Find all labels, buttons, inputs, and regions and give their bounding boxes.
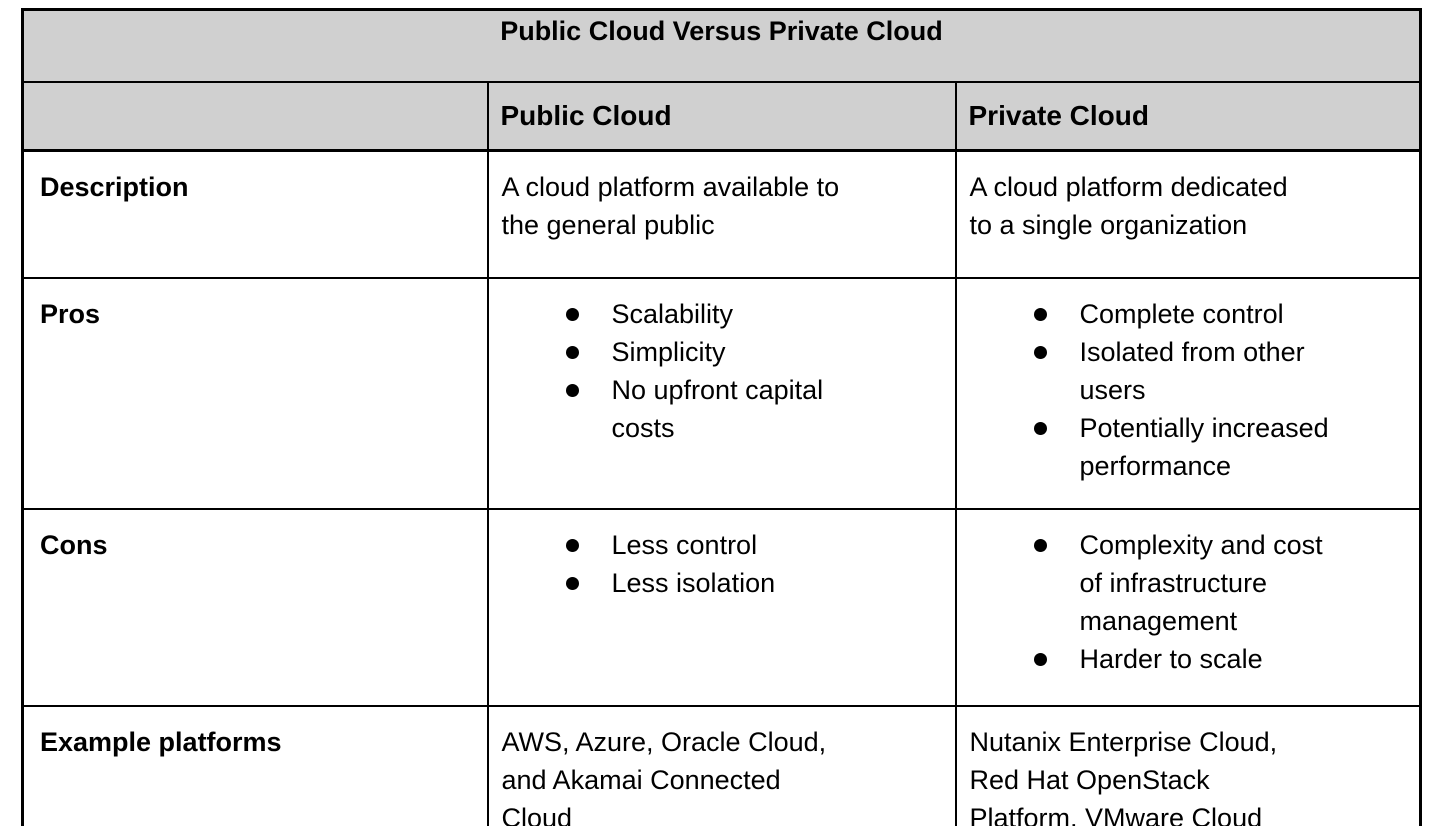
examples-private-cell: Nutanix Enterprise Cloud, Red Hat OpenSt…	[954, 705, 1422, 826]
bullet-icon	[565, 384, 579, 397]
list-item-text: Less isolation	[611, 568, 776, 598]
list-item: Simplicity	[565, 333, 945, 371]
table-row-pros: Pros Scalability Simplicity	[21, 277, 1422, 510]
header-cell-private-cloud: Private Cloud	[954, 81, 1422, 152]
row-label-pros: Pros	[21, 277, 489, 510]
list-item: No upfront capital costs	[565, 371, 945, 447]
bullet-icon	[1033, 422, 1047, 435]
pros-private-cell: Complete control Isolated from other use…	[954, 277, 1422, 510]
bullet-icon	[565, 577, 579, 590]
list-item-text: Simplicity	[611, 337, 726, 367]
cons-public-cell: Less control Less isolation	[486, 508, 957, 707]
cons-private-list: Complexity and cost of infrastructure ma…	[970, 526, 1410, 678]
list-item: Scalability	[565, 295, 945, 333]
bullet-icon	[1033, 308, 1047, 321]
bullet-icon	[565, 539, 579, 552]
list-item: Isolated from other users	[1033, 333, 1410, 409]
pros-public-cell: Scalability Simplicity No upfront capita…	[486, 277, 957, 510]
comparison-table: Public Cloud Versus Private Cloud Public…	[21, 8, 1422, 826]
list-item: Harder to scale	[1033, 640, 1410, 678]
row-label-description: Description	[21, 149, 489, 279]
list-item: Potentially increased performance	[1033, 409, 1410, 485]
pros-private-list: Complete control Isolated from other use…	[970, 295, 1410, 485]
list-item: Less control	[565, 526, 945, 564]
list-item: Complexity and cost of infrastructure ma…	[1033, 526, 1410, 640]
list-item-text: Complete control	[1079, 299, 1284, 329]
description-public-cell: A cloud platform available to the genera…	[486, 149, 957, 279]
list-item-text: Less control	[611, 530, 758, 560]
bullet-icon	[1033, 346, 1047, 359]
header-cell-empty	[21, 81, 489, 152]
row-label-example-platforms: Example platforms	[21, 705, 489, 826]
row-label-cons: Cons	[21, 508, 489, 707]
cons-private-cell: Complexity and cost of infrastructure ma…	[954, 508, 1422, 707]
table-title: Public Cloud Versus Private Cloud	[21, 8, 1422, 83]
bullet-icon	[1033, 653, 1047, 666]
list-item-text: Isolated from other users	[1079, 337, 1305, 405]
list-item: Less isolation	[565, 564, 945, 602]
list-item-text: Scalability	[611, 299, 734, 329]
column-header-row: Public Cloud Private Cloud	[21, 81, 1422, 152]
list-item-text: Harder to scale	[1079, 644, 1263, 674]
list-item-text: No upfront capital costs	[611, 375, 824, 443]
bullet-icon	[1033, 539, 1047, 552]
bullet-icon	[565, 346, 579, 359]
table-row-example-platforms: Example platforms AWS, Azure, Oracle Clo…	[21, 705, 1422, 826]
cons-public-list: Less control Less isolation	[502, 526, 945, 602]
table-row-description: Description A cloud platform available t…	[21, 149, 1422, 279]
header-cell-public-cloud: Public Cloud	[486, 81, 957, 152]
list-item: Complete control	[1033, 295, 1410, 333]
pros-public-list: Scalability Simplicity No upfront capita…	[502, 295, 945, 447]
examples-public-cell: AWS, Azure, Oracle Cloud, and Akamai Con…	[486, 705, 957, 826]
bullet-icon	[565, 308, 579, 321]
list-item-text: Potentially increased performance	[1079, 413, 1329, 481]
table-row-cons: Cons Less control Less isolation	[21, 508, 1422, 707]
list-item-text: Complexity and cost of infrastructure ma…	[1079, 530, 1323, 636]
table-title-row: Public Cloud Versus Private Cloud	[21, 8, 1422, 83]
description-private-cell: A cloud platform dedicated to a single o…	[954, 149, 1422, 279]
